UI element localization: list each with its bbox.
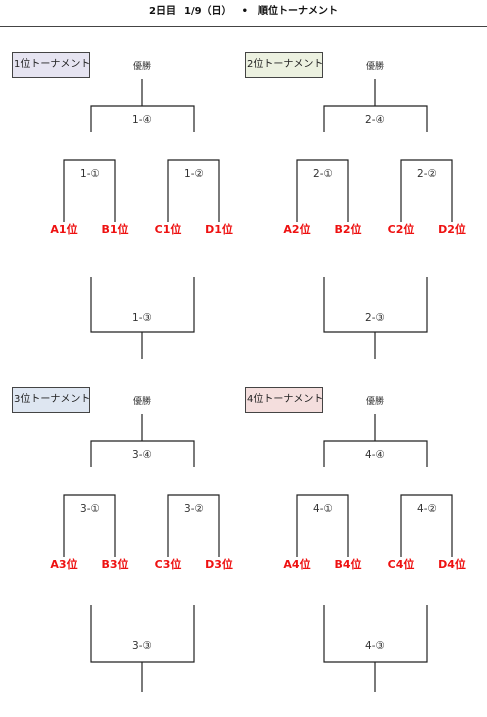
tournament-3-team-d: D3位 — [205, 558, 233, 571]
tournament-1-semi-right-label: 1-② — [184, 168, 204, 180]
header-day: 2日目 — [149, 6, 176, 17]
tournament-2-semi-right-label: 2-② — [417, 168, 437, 180]
tournament-4-third-place-label: 4-③ — [365, 640, 385, 652]
tournament-1-winner: 優勝 — [132, 62, 151, 72]
tournament-3-bracket-lines — [63, 414, 220, 692]
tournament-3-team-c: C3位 — [154, 558, 182, 571]
tournament-4-team-d: D4位 — [438, 558, 466, 571]
tournament-4-team-b: B4位 — [334, 558, 362, 571]
tournament-2: 2位トーナメント 優勝 2-④ 2-① 2-② A2位 B2位 C2位 D2位 … — [245, 52, 475, 382]
tournament-1-semi-left-label: 1-① — [80, 168, 100, 180]
tournament-1-final-label: 1-④ — [132, 114, 152, 126]
tournament-1-team-c: C1位 — [154, 223, 182, 236]
tournament-3-winner: 優勝 — [132, 397, 151, 407]
page-header: 2日目 1/9（日） • 順位トーナメント — [0, 0, 487, 27]
tournament-2-third-place-label: 2-③ — [365, 312, 385, 324]
tournament-3: 3位トーナメント 優勝 3-④ 3-① 3-② A3位 B3位 C3位 D3位 … — [12, 387, 242, 717]
tournament-1-bracket-lines — [63, 79, 220, 359]
tournament-3-semi-left-label: 3-① — [80, 503, 100, 515]
tournament-2-bracket-lines — [296, 79, 453, 359]
tournament-3-name: 3位トーナメント — [12, 387, 90, 413]
tournament-3-final-label: 3-④ — [132, 449, 152, 461]
header-date: 1/9（日） — [183, 6, 232, 17]
tournament-4-team-c: C4位 — [387, 558, 415, 571]
tournament-4-winner: 優勝 — [365, 397, 384, 407]
tournament-4: 4位トーナメント 優勝 4-④ 4-① 4-② A4位 B4位 C4位 D4位 … — [245, 387, 475, 717]
tournament-1-team-b: B1位 — [101, 223, 129, 236]
tournament-2-final-label: 2-④ — [365, 114, 385, 126]
tournament-2-team-a: A2位 — [283, 223, 311, 236]
tournament-4-semi-left-label: 4-① — [313, 503, 333, 515]
tournament-4-final-label: 4-④ — [365, 449, 385, 461]
tournament-1-name: 1位トーナメント — [12, 52, 90, 78]
tournament-3-team-a: A3位 — [50, 558, 78, 571]
tournament-4-semi-right-label: 4-② — [417, 503, 437, 515]
tournament-1-team-d: D1位 — [205, 223, 233, 236]
tournament-4-bracket-lines — [296, 414, 453, 692]
tournament-2-name: 2位トーナメント — [245, 52, 323, 78]
tournament-3-semi-right-label: 3-② — [184, 503, 204, 515]
tournament-1-team-a: A1位 — [50, 223, 78, 236]
tournament-2-team-b: B2位 — [334, 223, 362, 236]
header-title: 順位トーナメント — [257, 6, 338, 17]
tournament-1: 1位トーナメント 優勝 1-④ 1-① 1-② A1位 B1位 C1位 D1位 … — [12, 52, 242, 382]
tournament-3-team-b: B3位 — [101, 558, 129, 571]
tournament-4-name: 4位トーナメント — [245, 387, 323, 413]
tournament-2-semi-left-label: 2-① — [313, 168, 333, 180]
tournament-2-team-c: C2位 — [387, 223, 415, 236]
tournament-2-team-d: D2位 — [438, 223, 466, 236]
tournament-2-winner: 優勝 — [365, 62, 384, 72]
tournament-4-team-a: A4位 — [283, 558, 311, 571]
header-separator: • — [241, 6, 248, 17]
tournament-3-third-place-label: 3-③ — [132, 640, 152, 652]
tournament-1-third-place-label: 1-③ — [132, 312, 152, 324]
